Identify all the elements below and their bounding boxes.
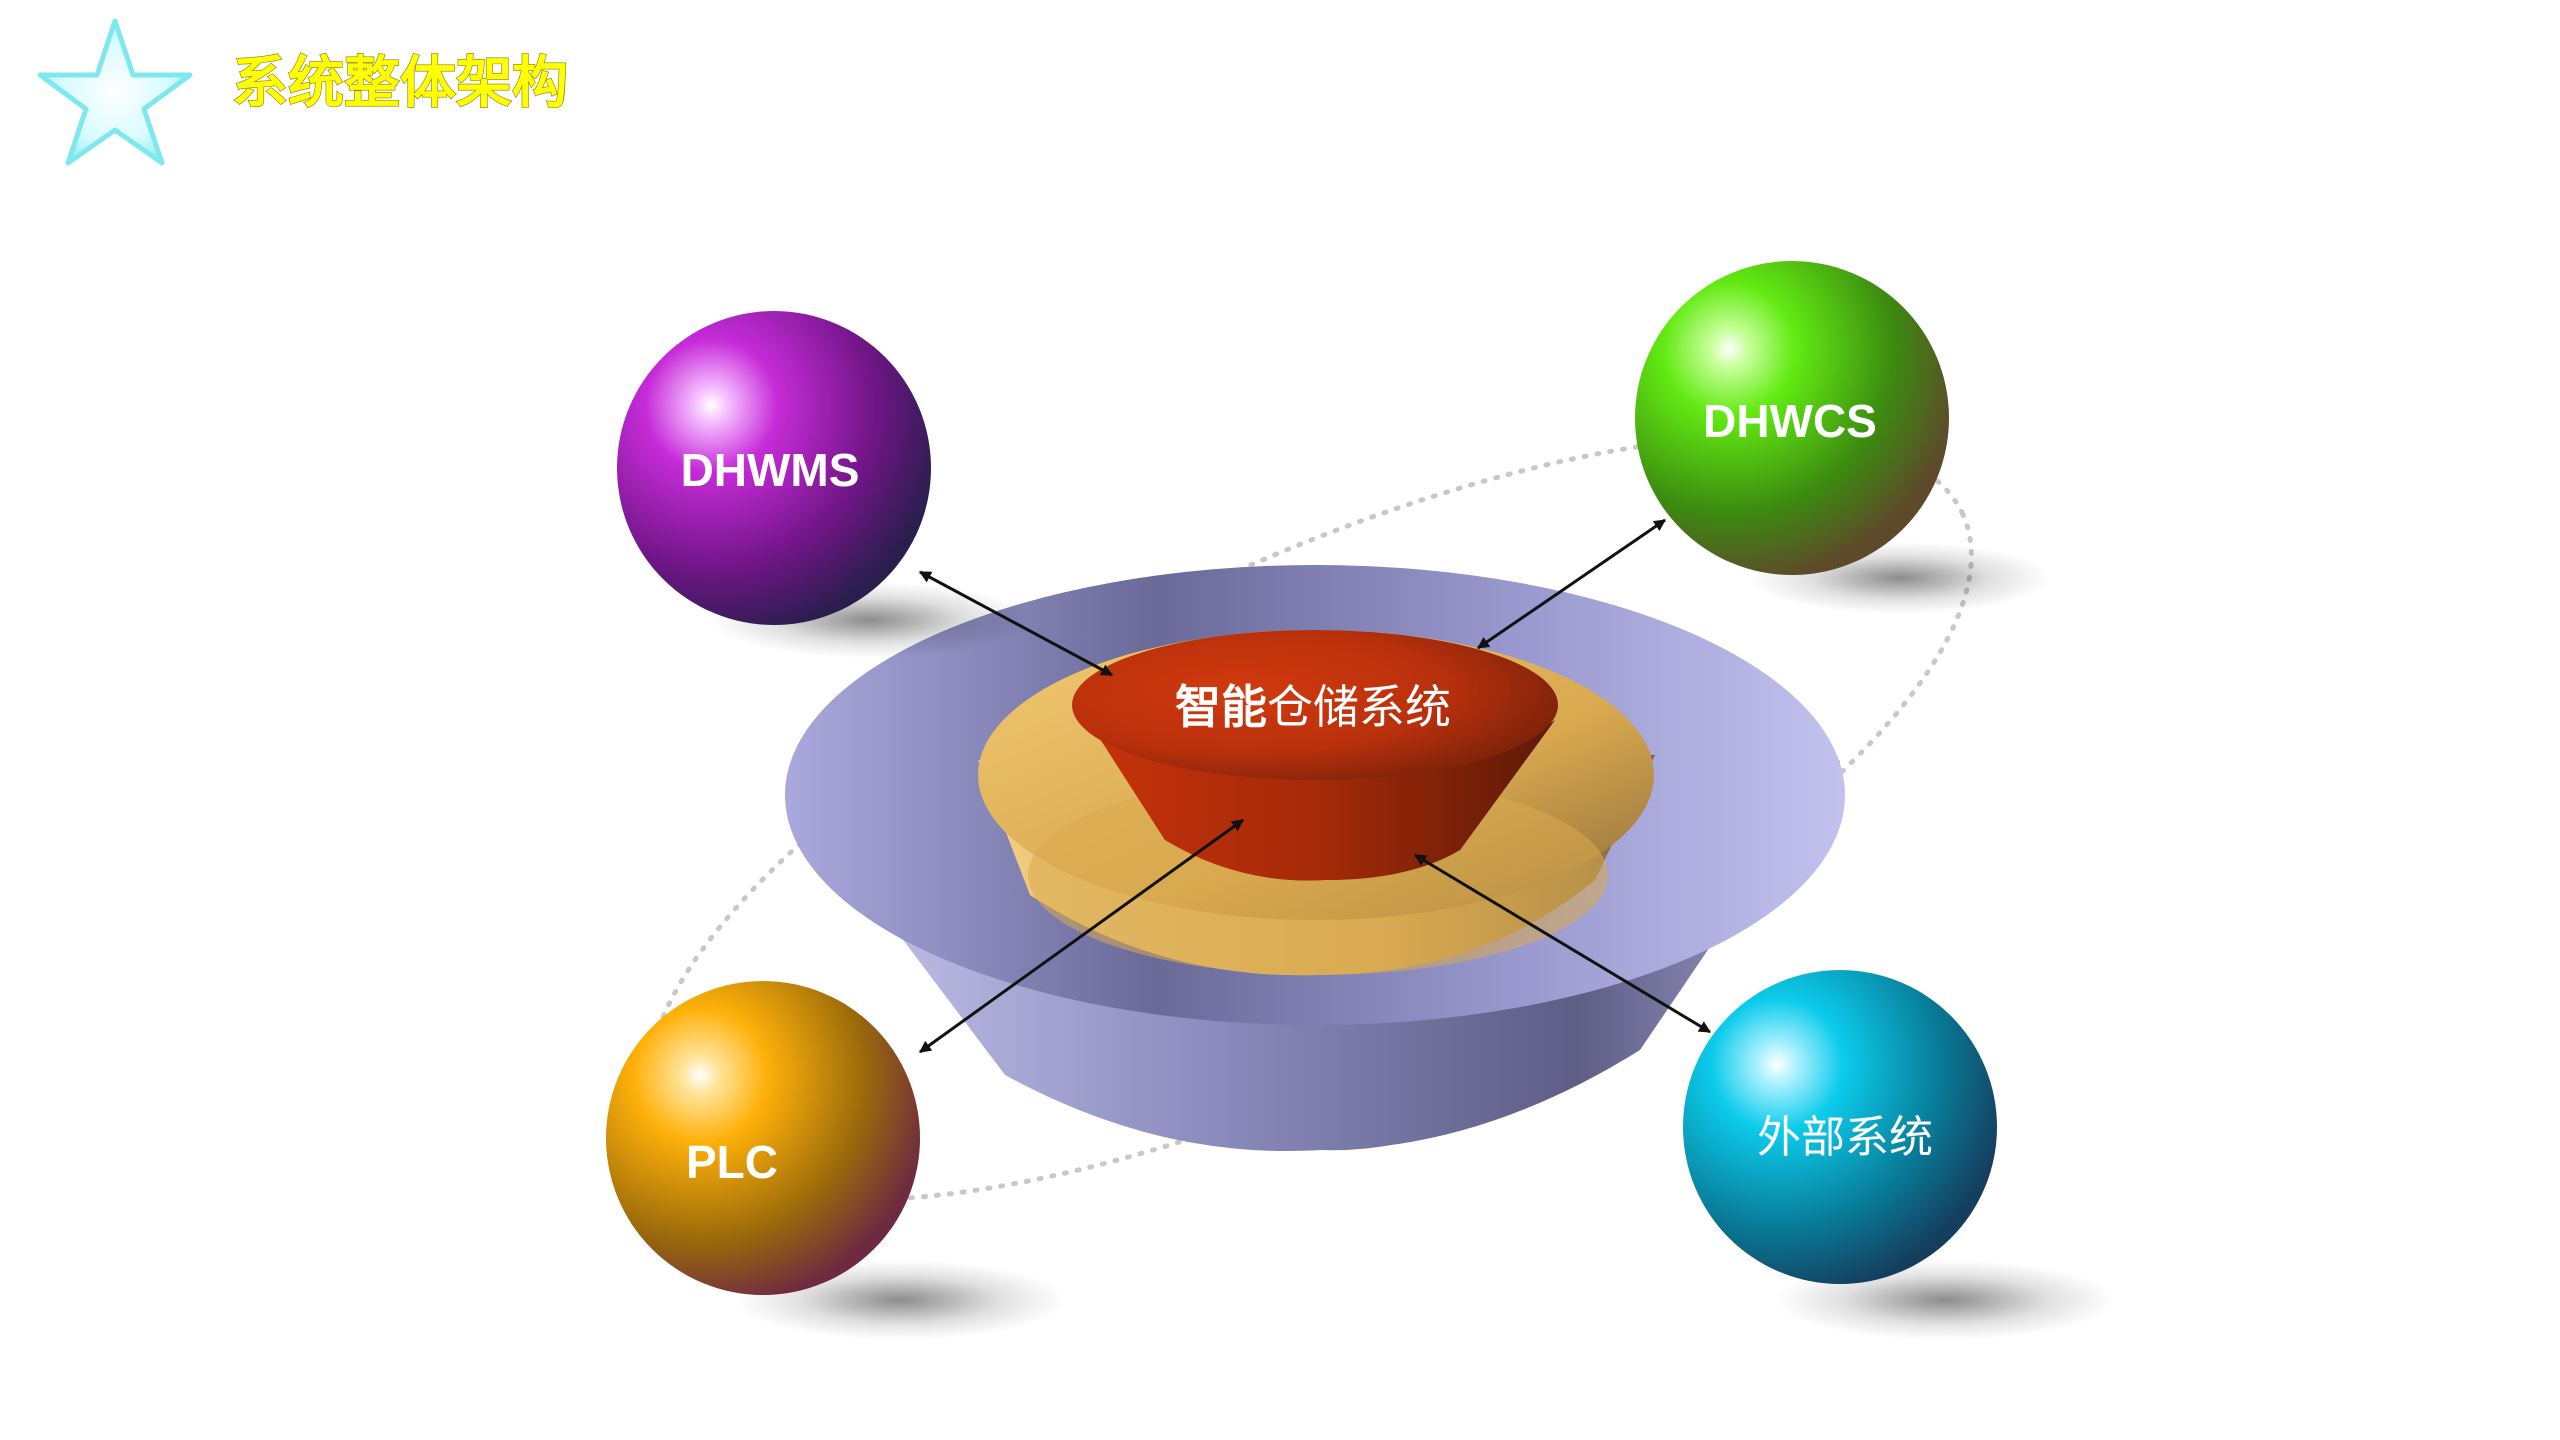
core-label: 智能仓储系统 — [1175, 680, 1451, 734]
sphere-plc — [606, 981, 920, 1295]
connector-dhwcs — [1477, 518, 1666, 650]
sphere-dhwcs — [1635, 261, 1949, 575]
node-plc: PLC — [606, 981, 920, 1295]
core-label-rest: 仓储系统 — [1267, 680, 1451, 734]
page-title: 系统整体架构 — [232, 51, 568, 116]
sphere-external — [1683, 970, 1997, 1284]
label-dhwcs: DHWCS — [1703, 395, 1877, 447]
connector-plc — [919, 818, 1244, 1054]
connector-external — [1413, 853, 1712, 1034]
node-dhwms: DHWMS — [617, 311, 931, 625]
star-icon — [37, 18, 193, 166]
label-external: 外部系统 — [1757, 1112, 1933, 1163]
core-system: 智能仓储系统 — [1072, 630, 1558, 881]
label-plc: PLC — [686, 1136, 778, 1188]
core-label-bold: 智能 — [1175, 680, 1267, 734]
sphere-dhwms — [617, 311, 931, 625]
node-dhwcs: DHWCS — [1635, 261, 1949, 575]
title-area: 系统整体架构 — [37, 18, 569, 166]
node-external: 外部系统 — [1683, 970, 1997, 1284]
label-dhwms: DHWMS — [681, 444, 860, 496]
